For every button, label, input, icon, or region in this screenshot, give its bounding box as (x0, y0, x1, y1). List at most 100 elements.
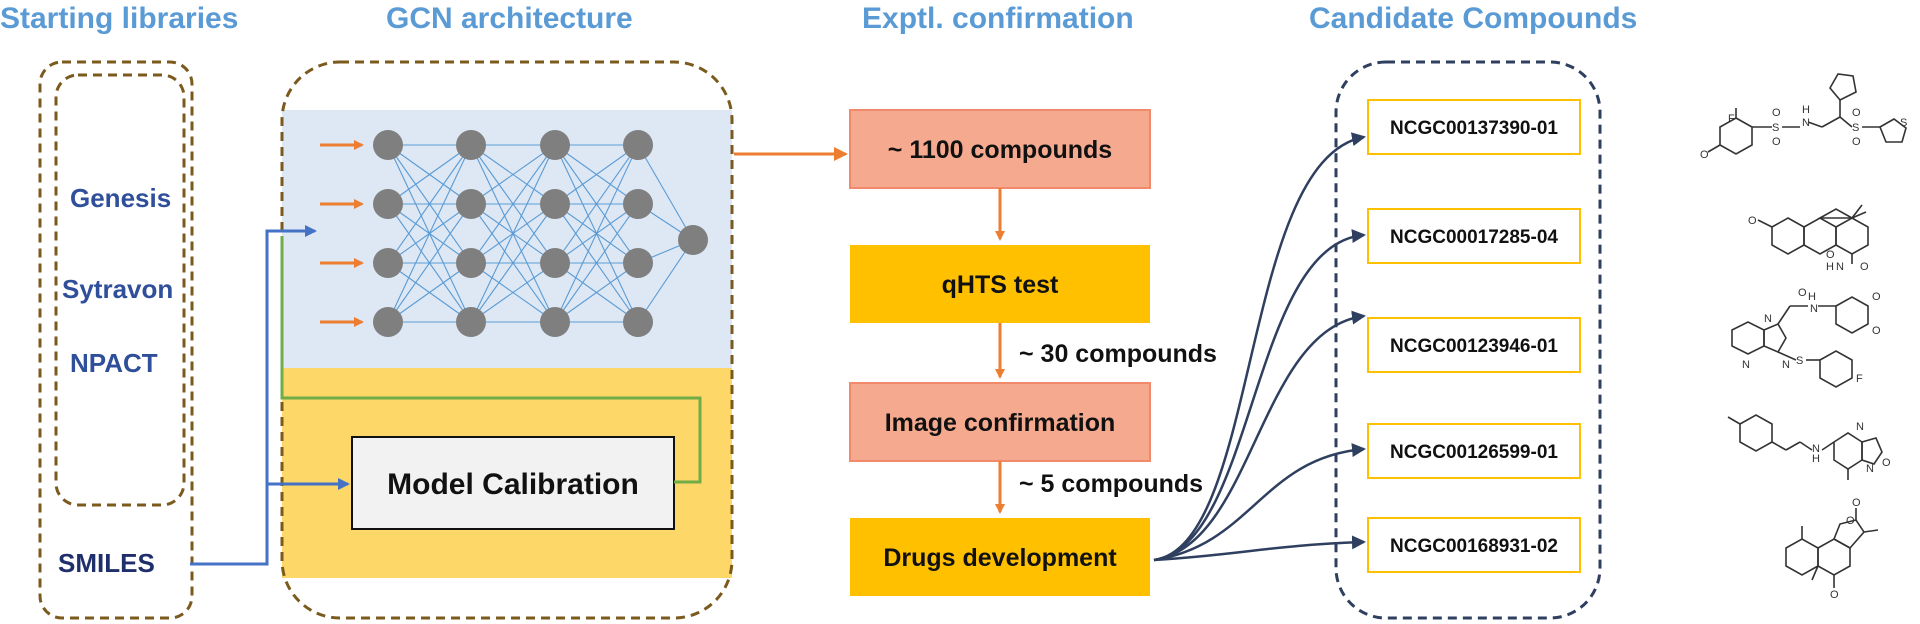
network-edge (387, 144, 472, 205)
candidate-item: NCGC00017285-04 (1367, 208, 1581, 264)
network-node (623, 248, 653, 278)
smiles-label: SMILES (58, 548, 155, 578)
candidate-list: NCGC00137390-01NCGC00017285-04NCGC001239… (1367, 99, 1581, 573)
arrow-to-candidate-2 (1153, 229, 1366, 562)
network-node (373, 307, 403, 337)
network-node (373, 248, 403, 278)
network-node (373, 189, 403, 219)
network-node (373, 130, 403, 160)
neural-network (320, 130, 708, 337)
svg-text:O: O (1872, 291, 1881, 303)
structure-ncgc00168931-02: O O O (1785, 497, 1879, 601)
candidates-frame (1334, 60, 1602, 620)
network-edge (554, 144, 639, 323)
network-edge (470, 144, 556, 323)
network-node (540, 307, 570, 337)
network-edge (387, 144, 472, 323)
step-box-qhts-test (850, 245, 1150, 323)
network-node (456, 248, 486, 278)
structure-ncgc00123946-01: N N O H N O O N S F (1731, 287, 1881, 388)
svg-text:N: N (1866, 463, 1874, 475)
network-node (623, 130, 653, 160)
starting-libraries-panel: Genesis Sytravon NPACT SMILES (38, 60, 194, 620)
svg-text:O: O (1852, 136, 1861, 148)
network-edge (554, 203, 639, 323)
library-sytravon: Sytravon (62, 274, 173, 304)
svg-text:S: S (1900, 117, 1907, 129)
svg-text:H: H (1802, 104, 1810, 116)
candidate-item: NCGC00137390-01 (1367, 99, 1581, 155)
svg-text:H: H (1812, 453, 1820, 465)
candidate-id: NCGC00168931-02 (1390, 536, 1558, 557)
candidate-box (1367, 517, 1581, 573)
network-edge (554, 262, 639, 323)
step-box-1100-compounds (849, 109, 1151, 189)
network-edge (470, 144, 556, 264)
count-5-compounds: ~ 5 compounds (1019, 470, 1203, 498)
candidate-box (1367, 317, 1581, 373)
arrow-to-candidate-5 (1153, 535, 1366, 562)
svg-text:N: N (1836, 261, 1844, 273)
svg-text:O: O (1830, 589, 1839, 601)
arrow-to-candidate-3 (1153, 310, 1366, 562)
svg-text:N: N (1810, 303, 1818, 315)
model-calibration-label: Model Calibration (387, 468, 639, 501)
network-edge (554, 144, 639, 264)
gcn-network-area (282, 110, 732, 368)
svg-text:O: O (1772, 136, 1781, 148)
candidate-box (1367, 423, 1581, 479)
candidate-item: NCGC00168931-02 (1367, 517, 1581, 573)
calibration-feedback-loop (280, 236, 702, 484)
header-candidate-compounds: Candidate Compounds (1309, 2, 1637, 35)
candidate-box (1367, 99, 1581, 155)
network-edge (470, 144, 556, 205)
arrow-to-candidate-1 (1153, 132, 1366, 562)
svg-text:O: O (1798, 287, 1807, 299)
step-1100-compounds: ~ 1100 compounds (888, 136, 1112, 164)
network-edge (387, 203, 472, 323)
candidate-item: NCGC00126599-01 (1367, 423, 1581, 479)
candidate-id: NCGC00126599-01 (1390, 442, 1558, 463)
network-node (540, 248, 570, 278)
network-edge (637, 239, 694, 323)
network-node (456, 307, 486, 337)
svg-text:O: O (1846, 515, 1855, 527)
library-npact: NPACT (70, 348, 158, 378)
svg-text:S: S (1772, 122, 1779, 134)
model-calibration-box (351, 436, 675, 530)
svg-text:N: N (1764, 313, 1772, 325)
smiles-to-network-arrow (190, 225, 317, 566)
svg-text:S: S (1852, 122, 1859, 134)
svg-text:O: O (1700, 149, 1709, 161)
network-node (456, 130, 486, 160)
svg-text:O: O (1852, 107, 1861, 119)
libraries-outer-frame (38, 60, 194, 620)
candidate-id: NCGC00123946-01 (1390, 336, 1558, 357)
network-edge (387, 144, 472, 264)
network-edge (470, 262, 556, 323)
svg-text:N: N (1782, 359, 1790, 371)
network-node (540, 130, 570, 160)
svg-text:N: N (1812, 443, 1820, 455)
svg-text:O: O (1860, 261, 1869, 273)
svg-text:F: F (1856, 373, 1863, 385)
svg-text:O: O (1748, 215, 1757, 227)
svg-text:O: O (1826, 249, 1835, 261)
network-edge (554, 144, 639, 205)
network-node (540, 189, 570, 219)
library-genesis: Genesis (70, 183, 171, 213)
step-qhts-test: qHTS test (942, 271, 1059, 299)
step-drugs-development: Drugs development (883, 544, 1117, 572)
svg-text:O: O (1882, 457, 1891, 469)
network-edge (470, 203, 556, 323)
structure-ncgc00137390-01: F O S H N O S O O O S (1700, 73, 1907, 161)
count-30-compounds: ~ 30 compounds (1019, 340, 1217, 368)
network-edge (387, 262, 472, 323)
candidate-id: NCGC00017285-04 (1390, 227, 1558, 248)
svg-text:S: S (1796, 355, 1803, 367)
network-node (456, 189, 486, 219)
header-starting-libraries: Starting libraries (0, 2, 238, 35)
candidate-box (1367, 208, 1581, 264)
svg-text:O: O (1772, 107, 1781, 119)
